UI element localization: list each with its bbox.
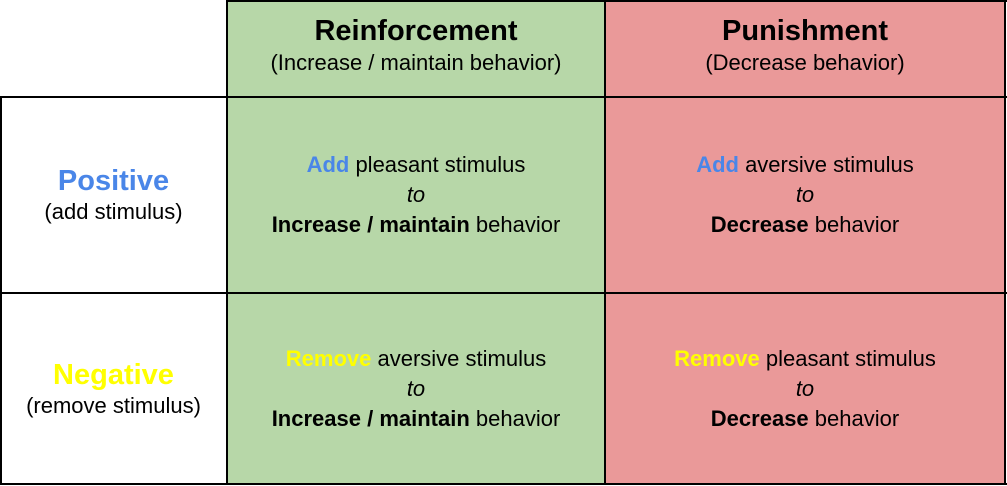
cell-effect-line: Decrease behavior — [711, 210, 899, 240]
effect-tail: behavior — [469, 405, 561, 431]
action-verb: Remove — [674, 345, 760, 371]
header-reinforcement: Reinforcement (Increase / maintain behav… — [227, 0, 605, 97]
grid-line-right — [1004, 0, 1006, 485]
action-verb: Add — [696, 152, 739, 177]
corner-cell — [0, 0, 227, 97]
grid-line-col1 — [226, 0, 228, 485]
effect-keyword: Increase / maintain — [271, 405, 470, 431]
header-punishment-subtitle: (Decrease behavior) — [705, 49, 905, 75]
grid-line-left — [0, 96, 2, 485]
effect-tail: behavior — [469, 212, 561, 237]
cell-positive-punishment: Add aversive stimulus to Decrease behavi… — [605, 97, 1005, 293]
row-negative-subtitle: (remove stimulus) — [26, 392, 201, 418]
action-object: pleasant stimulus — [349, 152, 526, 177]
grid-line-bottom — [0, 483, 1007, 485]
effect-keyword: Increase / maintain — [271, 212, 470, 237]
row-negative-title: Negative — [53, 358, 174, 391]
grid-line-top — [226, 0, 1007, 2]
cell-effect-line: Decrease behavior — [711, 404, 899, 434]
header-punishment-title: Punishment — [722, 14, 888, 47]
header-punishment: Punishment (Decrease behavior) — [605, 0, 1005, 97]
header-reinforcement-title: Reinforcement — [314, 14, 518, 47]
cell-connector: to — [795, 182, 815, 207]
grid-line-header-bottom — [0, 96, 1007, 98]
cell-action-line: Remove aversive stimulus — [286, 344, 546, 374]
row-positive-title: Positive — [57, 165, 170, 197]
cell-action-line: Add aversive stimulus — [696, 150, 914, 180]
effect-keyword: Decrease — [710, 405, 809, 431]
effect-keyword: Decrease — [710, 212, 809, 237]
row-label-positive: Positive (add stimulus) — [0, 97, 227, 293]
cell-connector: to — [406, 375, 426, 401]
row-positive-subtitle: (add stimulus) — [44, 199, 183, 224]
cell-connector: to — [406, 182, 426, 207]
header-reinforcement-subtitle: (Increase / maintain behavior) — [270, 49, 562, 75]
cell-connector: to — [795, 375, 815, 401]
cell-action-line: Remove pleasant stimulus — [674, 344, 936, 374]
cell-action-line: Add pleasant stimulus — [307, 150, 526, 180]
effect-tail: behavior — [808, 405, 900, 431]
cell-effect-line: Increase / maintain behavior — [272, 210, 561, 240]
grid-line-col2 — [604, 0, 606, 485]
action-verb: Add — [306, 152, 350, 177]
cell-positive-reinforcement: Add pleasant stimulus to Increase / main… — [227, 97, 605, 293]
action-object: aversive stimulus — [738, 152, 914, 177]
action-object: pleasant stimulus — [759, 345, 936, 371]
action-object: aversive stimulus — [371, 345, 547, 371]
effect-tail: behavior — [808, 212, 900, 237]
row-label-negative: Negative (remove stimulus) — [0, 293, 227, 484]
action-verb: Remove — [285, 345, 372, 371]
cell-negative-punishment: Remove pleasant stimulus to Decrease beh… — [605, 293, 1005, 484]
cell-negative-reinforcement: Remove aversive stimulus to Increase / m… — [227, 293, 605, 484]
grid-line-middle — [0, 292, 1007, 294]
cell-effect-line: Increase / maintain behavior — [272, 404, 561, 434]
